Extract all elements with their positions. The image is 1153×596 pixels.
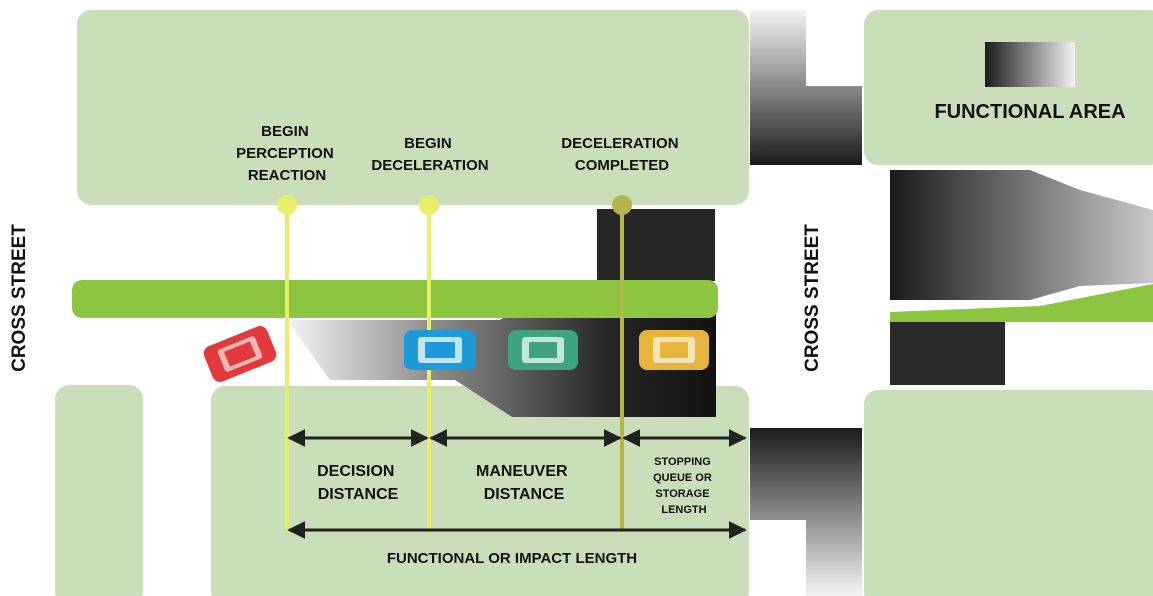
perception-marker-dot bbox=[277, 195, 297, 215]
functional-area-upper-strip bbox=[597, 209, 715, 281]
block-bottom-left-small bbox=[55, 385, 143, 596]
perception-label-line: REACTION bbox=[248, 167, 326, 184]
deceleration-label-line: BEGIN bbox=[404, 135, 452, 152]
functional-length-label: FUNCTIONAL OR IMPACT LENGTH bbox=[387, 550, 637, 567]
block-bottom-right bbox=[864, 390, 1153, 596]
legend-label: FUNCTIONAL AREA bbox=[934, 101, 1125, 123]
cross-street-right-label: CROSS STREET bbox=[802, 224, 823, 372]
median-taper bbox=[420, 296, 716, 318]
completed-label-line: DECELERATION bbox=[561, 135, 678, 152]
median-right bbox=[890, 284, 1153, 322]
median-left bbox=[72, 280, 718, 318]
block-top-right bbox=[864, 10, 1153, 165]
completed-label-line: COMPLETED bbox=[575, 157, 669, 174]
stopping-length-line: STORAGE bbox=[655, 488, 709, 500]
functional-area-right-road bbox=[890, 170, 1153, 300]
car-red bbox=[203, 326, 277, 382]
completed-marker-dot bbox=[612, 195, 632, 215]
deceleration-label-line: DECELERATION bbox=[371, 157, 488, 174]
stopping-length-label: STOPPING QUEUE OR STORAGE LENGTH bbox=[653, 456, 715, 516]
stopping-length-line: QUEUE OR bbox=[653, 472, 712, 484]
decision-distance-line: DISTANCE bbox=[318, 486, 399, 503]
perception-label: BEGIN PERCEPTION REACTION bbox=[236, 123, 338, 184]
car-blue bbox=[404, 330, 476, 370]
deceleration-marker-dot bbox=[419, 195, 439, 215]
stopping-length-line: LENGTH bbox=[661, 504, 706, 516]
perception-label-line: BEGIN bbox=[261, 123, 309, 140]
stopping-length-line: STOPPING bbox=[654, 456, 711, 468]
decision-distance-line: DECISION bbox=[317, 463, 394, 480]
block-top-left bbox=[77, 10, 749, 205]
cross-street-left-label: CROSS STREET bbox=[9, 224, 30, 372]
functional-area-right-lower bbox=[890, 322, 1005, 385]
deceleration-label: BEGIN DECELERATION bbox=[371, 135, 488, 174]
legend-swatch bbox=[985, 42, 1075, 87]
maneuver-distance-line: DISTANCE bbox=[484, 486, 565, 503]
maneuver-distance-label: MANEUVER DISTANCE bbox=[476, 463, 572, 503]
decision-distance-label: DECISION DISTANCE bbox=[317, 463, 399, 503]
perception-label-line: PERCEPTION bbox=[236, 145, 334, 162]
car-teal bbox=[508, 330, 578, 370]
functional-area-lower-drive bbox=[750, 428, 862, 596]
functional-area-turn-lane bbox=[287, 300, 716, 417]
maneuver-distance-line: MANEUVER bbox=[476, 463, 568, 480]
car-yellow bbox=[639, 330, 709, 370]
functional-area-upper-drive bbox=[750, 10, 862, 165]
completed-label: DECELERATION COMPLETED bbox=[561, 135, 682, 174]
